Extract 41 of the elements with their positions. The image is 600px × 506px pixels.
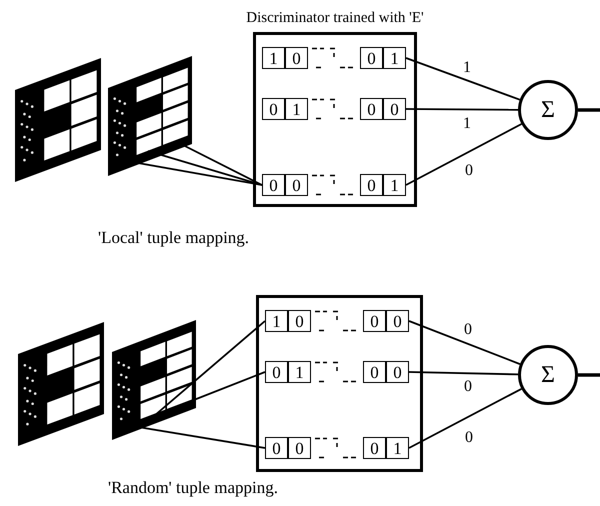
summation-circle: Σ — [518, 345, 578, 405]
connector-line — [406, 108, 518, 111]
mapping-line — [174, 140, 262, 186]
caption-text: 'Random' tuple mapping. — [108, 478, 278, 498]
connector-line — [408, 371, 518, 376]
memory-cell: 0 — [360, 98, 383, 120]
discriminator-title: Discriminator trained with 'E' — [246, 10, 424, 27]
memory-cell: 0 — [285, 47, 308, 69]
memory-cell: 0 — [265, 361, 288, 383]
connector-line — [406, 57, 520, 101]
memory-cell: 0 — [363, 437, 386, 459]
memory-cell: 0 — [288, 310, 311, 332]
connector-line — [578, 108, 600, 112]
memory-cell: 0 — [360, 47, 383, 69]
memory-cell: 0 — [262, 98, 285, 120]
memory-cell: 0 — [363, 361, 386, 383]
summation-circle: Σ — [518, 80, 578, 140]
memory-cell: 0 — [386, 361, 409, 383]
discriminator-box — [256, 295, 423, 472]
memory-cell: 0 — [262, 174, 285, 196]
memory-cell: 0 — [363, 310, 386, 332]
mapping-line — [148, 150, 262, 186]
memory-cell: 0 — [265, 437, 288, 459]
memory-cell: 0 — [288, 437, 311, 459]
caption-text: 'Local' tuple mapping. — [98, 228, 250, 248]
memory-cell: 1 — [386, 437, 409, 459]
memory-cell: 0 — [383, 98, 406, 120]
connector-line — [406, 123, 522, 186]
memory-cell: 1 — [262, 47, 285, 69]
memory-cell: 1 — [288, 361, 311, 383]
memory-cell: 0 — [360, 174, 383, 196]
connector-line — [408, 320, 520, 365]
memory-cell: 0 — [285, 174, 308, 196]
memory-cell: 0 — [386, 310, 409, 332]
memory-cell: 1 — [285, 98, 308, 120]
connector-line — [578, 373, 600, 377]
connector-line — [408, 388, 522, 449]
memory-cell: 1 — [383, 47, 406, 69]
mapping-line — [138, 162, 262, 186]
memory-cell: 1 — [265, 310, 288, 332]
memory-cell: 1 — [383, 174, 406, 196]
